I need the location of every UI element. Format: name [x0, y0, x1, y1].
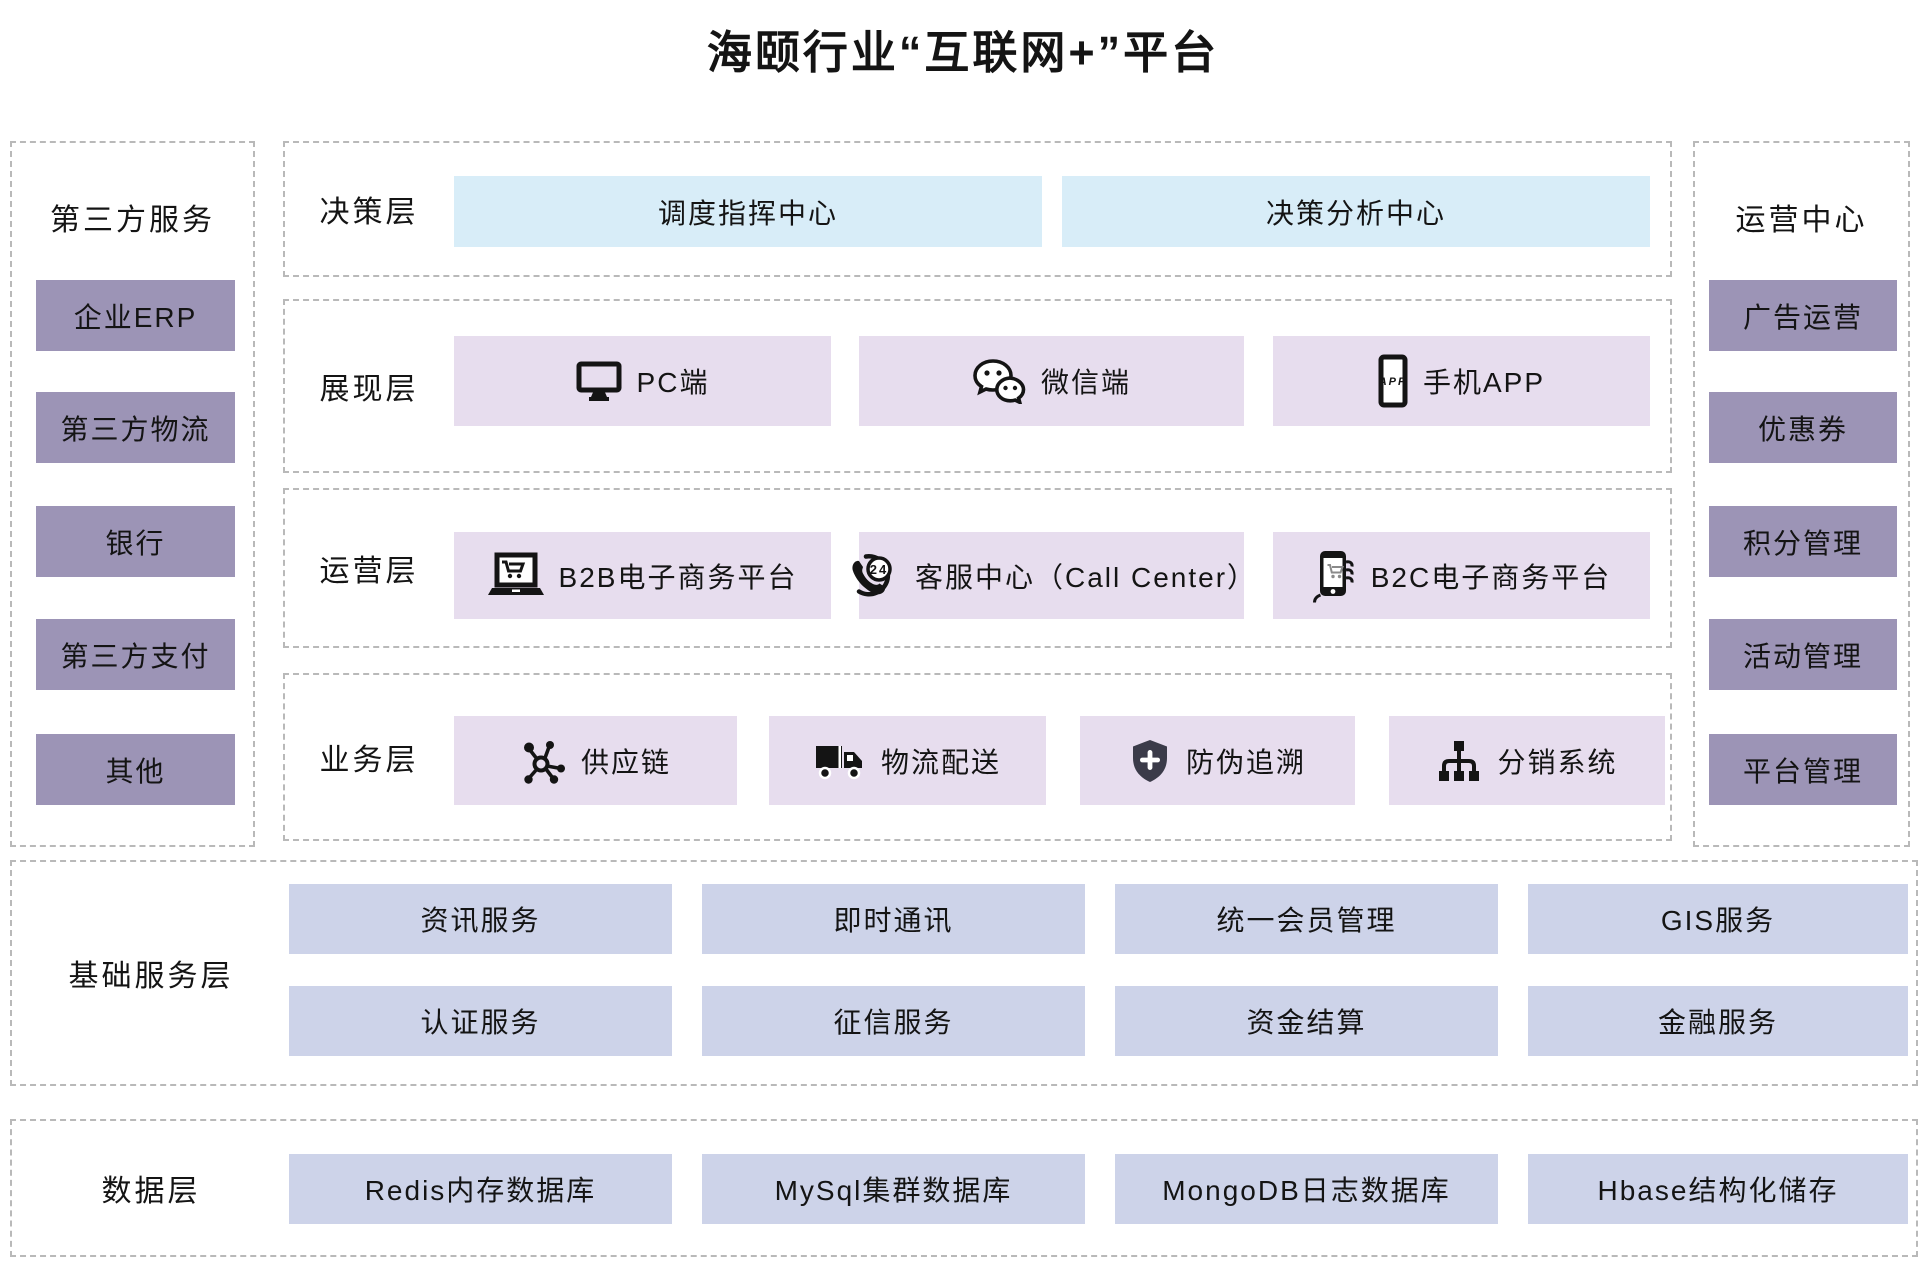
info-service-label: 资讯服务 — [420, 905, 541, 936]
points-management-label: 积分管理 — [1742, 527, 1863, 559]
mysql-db-label: MySql集群数据库 — [774, 1175, 1013, 1206]
info-service-box: 资讯服务 — [289, 884, 672, 954]
other-box: 其他 — [36, 734, 235, 805]
b2c-platform-label: B2C电子商务平台 — [1370, 561, 1612, 593]
instant-messaging-box: 即时通讯 — [702, 884, 1085, 954]
mongodb-db-box: MongoDB日志数据库 — [1115, 1154, 1498, 1224]
auth-service-box: 认证服务 — [289, 986, 672, 1056]
wechat-icon — [972, 358, 1026, 404]
third-party-logistics-label: 第三方物流 — [60, 413, 211, 445]
decision-analysis-center-label: 决策分析中心 — [1265, 197, 1446, 229]
distribution-system-label: 分销系统 — [1497, 746, 1618, 778]
gis-service-box: GIS服务 — [1528, 884, 1908, 954]
decision-layer-panel: 决策层 调度指挥中心 决策分析中心 — [283, 141, 1672, 277]
unified-member-management-label: 统一会员管理 — [1216, 905, 1397, 936]
third-party-logistics-box: 第三方物流 — [36, 392, 235, 463]
business-layer-panel: 业务层 供应链 物流配送 防伪追溯 分销系统 — [283, 673, 1672, 841]
platform-management-box: 平台管理 — [1709, 734, 1897, 805]
svg-text:APP: APP — [1378, 376, 1407, 388]
operation-center-title: 运营中心 — [1735, 204, 1868, 237]
financial-service-label: 金融服务 — [1657, 1007, 1778, 1038]
redis-db-label: Redis内存数据库 — [364, 1175, 597, 1206]
hbase-storage-label: Hbase结构化储存 — [1597, 1175, 1839, 1206]
supply-chain-box: 供应链 — [454, 716, 737, 805]
wechat-client-label: 微信端 — [1040, 367, 1131, 398]
activity-management-label: 活动管理 — [1742, 640, 1863, 672]
shield-plus-icon — [1129, 738, 1171, 784]
third-party-payment-label: 第三方支付 — [60, 640, 211, 672]
base-service-layer-panel: 基础服务层 资讯服务 即时通讯 统一会员管理 GIS服务 认证服务 征信服务 资… — [10, 860, 1918, 1086]
mongodb-db-label: MongoDB日志数据库 — [1162, 1175, 1451, 1206]
business-layer-label: 业务层 — [319, 744, 419, 777]
mysql-db-box: MySql集群数据库 — [702, 1154, 1085, 1224]
truck-icon — [814, 740, 866, 782]
network-hub-icon — [520, 738, 566, 784]
distribution-system-box: 分销系统 — [1389, 716, 1665, 805]
decision-layer-label: 决策层 — [319, 196, 419, 229]
pc-client-box: PC端 — [454, 336, 831, 426]
base-service-layer-label: 基础服务层 — [68, 960, 234, 993]
ad-operation-label: 广告运营 — [1742, 301, 1863, 333]
call-center-label: 客服中心（Call Center） — [914, 561, 1258, 593]
hbase-storage-box: Hbase结构化储存 — [1528, 1154, 1908, 1224]
logistics-delivery-label: 物流配送 — [880, 746, 1001, 778]
credit-service-box: 征信服务 — [702, 986, 1085, 1056]
presentation-layer-panel: 展现层 PC端 微信端 APP 手机APP — [283, 299, 1672, 473]
anti-counterfeit-trace-label: 防伪追溯 — [1185, 746, 1306, 778]
erp-label: 企业ERP — [73, 301, 198, 333]
anti-counterfeit-trace-box: 防伪追溯 — [1080, 716, 1355, 805]
hand-phone-cart-icon — [1312, 549, 1356, 603]
data-layer-label: 数据层 — [101, 1175, 201, 1208]
operation-layer-label: 运营层 — [319, 555, 419, 588]
points-management-box: 积分管理 — [1709, 506, 1897, 577]
operation-layer-panel: 运营层 B2B电子商务平台 24 客服中心（Call Center） B2C电子… — [283, 488, 1672, 648]
wechat-client-box: 微信端 — [859, 336, 1244, 426]
fund-settlement-box: 资金结算 — [1115, 986, 1498, 1056]
mobile-app-icon: APP — [1378, 354, 1408, 408]
logistics-delivery-box: 物流配送 — [769, 716, 1046, 805]
mobile-app-label: 手机APP — [1422, 367, 1546, 398]
coupon-label: 优惠券 — [1757, 413, 1848, 445]
activity-management-box: 活动管理 — [1709, 619, 1897, 690]
fund-settlement-label: 资金结算 — [1246, 1007, 1367, 1038]
monitor-icon — [576, 361, 622, 401]
b2b-platform-label: B2B电子商务平台 — [558, 561, 798, 593]
platform-management-label: 平台管理 — [1742, 755, 1863, 787]
sitemap-icon — [1436, 740, 1482, 782]
supply-chain-label: 供应链 — [580, 746, 671, 778]
data-layer-panel: 数据层 Redis内存数据库 MySql集群数据库 MongoDB日志数据库 H… — [10, 1119, 1918, 1257]
erp-box: 企业ERP — [36, 280, 235, 351]
unified-member-management-box: 统一会员管理 — [1115, 884, 1498, 954]
gis-service-label: GIS服务 — [1660, 905, 1776, 936]
presentation-layer-label: 展现层 — [319, 373, 419, 406]
decision-analysis-center-box: 决策分析中心 — [1062, 176, 1650, 247]
credit-service-label: 征信服务 — [833, 1007, 954, 1038]
b2b-platform-box: B2B电子商务平台 — [454, 532, 831, 619]
ad-operation-box: 广告运营 — [1709, 280, 1897, 351]
third-party-services-title: 第三方服务 — [50, 204, 215, 237]
third-party-services-panel: 第三方服务 企业ERP 第三方物流 银行 第三方支付 其他 — [10, 141, 255, 847]
financial-service-box: 金融服务 — [1528, 986, 1908, 1056]
dispatch-command-center-box: 调度指挥中心 — [454, 176, 1042, 247]
phone-24-icon: 24 — [846, 552, 900, 600]
svg-text:24: 24 — [870, 562, 888, 577]
call-center-box: 24 客服中心（Call Center） — [852, 532, 1255, 619]
laptop-cart-icon — [487, 552, 544, 600]
pc-client-label: PC端 — [636, 367, 710, 398]
page-title: 海颐行业“互联网+”平台 — [706, 27, 1220, 78]
operation-center-panel: 运营中心 广告运营 优惠券 积分管理 活动管理 平台管理 — [1693, 141, 1910, 847]
coupon-box: 优惠券 — [1709, 392, 1897, 463]
bank-label: 银行 — [105, 527, 166, 559]
b2c-platform-box: B2C电子商务平台 — [1273, 532, 1650, 619]
mobile-app-box: APP 手机APP — [1273, 336, 1650, 426]
auth-service-label: 认证服务 — [420, 1007, 541, 1038]
other-label: 其他 — [105, 755, 166, 787]
instant-messaging-label: 即时通讯 — [833, 905, 954, 936]
bank-box: 银行 — [36, 506, 235, 577]
redis-db-box: Redis内存数据库 — [289, 1154, 672, 1224]
dispatch-command-center-label: 调度指挥中心 — [657, 197, 838, 229]
third-party-payment-box: 第三方支付 — [36, 619, 235, 690]
